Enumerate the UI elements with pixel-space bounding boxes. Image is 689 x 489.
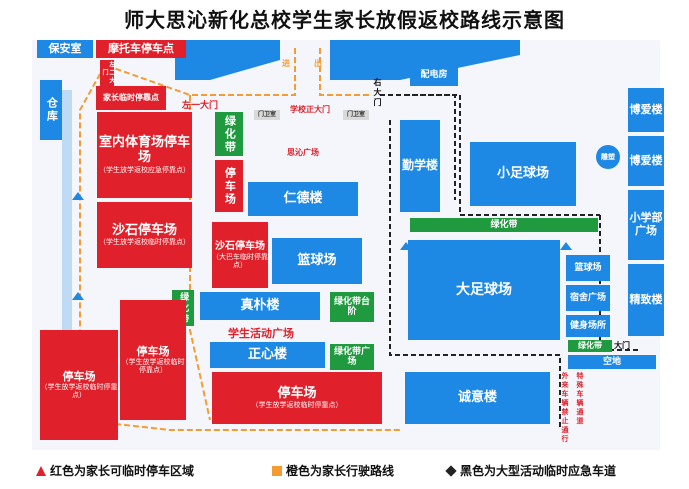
square-icon — [272, 466, 282, 476]
right-gate-label: 右大门 — [373, 78, 382, 108]
gate-left2: 左二大门 — [100, 60, 115, 86]
legend-black: 黑色为大型活动临时应急车道 — [445, 462, 616, 479]
legend-red: 红色为家长可临时停车区域 — [36, 462, 194, 479]
boai-building-1: 博爱楼 — [628, 88, 664, 132]
triangle-icon — [36, 466, 46, 476]
map-title: 师大思沁新化总校学生家长放假返校路线示意图 — [124, 8, 565, 32]
warehouse: 仓库 — [40, 80, 62, 140]
main-parking-sub: （学生放学返校临时停靠点） — [251, 401, 343, 410]
exit-label: 出 — [314, 59, 322, 68]
indoor-gym-title: 室内体育场停车场 — [98, 135, 190, 165]
left-parking-sub: （学生放学返校临时停靠点） — [40, 383, 118, 400]
mid-parking-title: 停车场 — [136, 344, 170, 358]
gym-place: 健身场所 — [566, 315, 610, 337]
main-gate-label: 学校正大门 — [290, 105, 330, 114]
sculpture: 雕塑 — [596, 145, 620, 169]
sand-parking-1: 沙石停车场 （学生放学返校临时停靠点） — [97, 202, 192, 268]
left-parking-title: 停车场 — [62, 369, 96, 383]
power-room: 配电房 — [410, 64, 458, 86]
sand-parking-2: 沙石停车场 （大巴车临时停靠点） — [212, 222, 268, 288]
small-football-field: 小足球场 — [470, 142, 576, 206]
greenbelt-2: 绿化带 — [410, 218, 598, 232]
moto-parking: 摩托车停车点 — [96, 40, 186, 58]
activity-square: 学生活动广场 — [228, 327, 294, 340]
top-right-wedge — [330, 40, 520, 80]
sand2-title: 沙石停车场 — [215, 241, 265, 253]
guard-room-2: 门卫室 — [343, 110, 369, 120]
basketball-court: 篮球场 — [272, 238, 362, 284]
outsider-ban: 外来车辆禁止通行 — [561, 372, 569, 444]
zhengxin-building: 正心楼 — [210, 342, 325, 368]
greenbelt-4: 绿化带台阶 — [330, 292, 374, 322]
top-left-wedge — [175, 40, 280, 80]
special-lane: 特殊车辆通道 — [576, 372, 584, 426]
jingzhi-building: 精致楼 — [628, 264, 664, 336]
chengyi-building: 诚意楼 — [405, 372, 550, 424]
parent-route — [79, 48, 400, 431]
legend-orange: 橙色为家长行驶路线 — [272, 462, 394, 479]
small-parking: 停车场 — [215, 160, 243, 212]
greenbelt-6: 绿化带 — [568, 340, 612, 352]
greenbelt-5: 绿化带广场 — [330, 344, 374, 370]
main-parking: 停车场 （学生放学返校临时停靠点） — [212, 372, 382, 424]
diamond-icon — [445, 465, 457, 477]
primary-square: 小学部广场 — [628, 190, 664, 260]
qinxue-building: 勤学楼 — [400, 120, 440, 212]
greenbelt-1: 绿化带 — [215, 112, 243, 156]
security-room: 保安室 — [37, 40, 93, 58]
indoor-gym-parking: 室内体育场停车场 （学生放学返校应急停靠点） — [97, 112, 192, 198]
left-parking: 停车场 （学生放学返校临时停靠点） — [40, 330, 118, 440]
indoor-gym-sub: （学生放学返校应急停靠点） — [99, 165, 190, 174]
right-big-gate: 大门 — [614, 341, 630, 350]
mid-parking: 停车场 （学生放学返校临时停靠点） — [120, 300, 186, 420]
gate-left1-label: 左一大门 — [182, 101, 219, 111]
guard-room-1: 门卫室 — [254, 110, 280, 120]
mid-parking-sub: （学生放学返校临时停靠点） — [121, 358, 185, 375]
enter-label: 进 — [282, 59, 290, 68]
zhenpu-building: 真朴楼 — [200, 292, 320, 320]
sand1-sub: （学生放学返校临时停靠点） — [99, 238, 190, 247]
boai-building-2: 博爱楼 — [628, 136, 664, 186]
parent-stop: 家长临时停靠点 — [96, 86, 166, 110]
road-arrows — [72, 192, 572, 300]
rende-building: 仁德楼 — [248, 182, 358, 216]
sand1-title: 沙石停车场 — [111, 222, 177, 238]
sand2-sub: （大巴车临时停靠点） — [212, 252, 268, 269]
basketball-court-2: 篮球场 — [566, 255, 610, 281]
open-space: 空地 — [568, 355, 656, 369]
dorm-square: 宿舍广场 — [566, 285, 610, 311]
main-parking-title: 停车场 — [277, 385, 317, 401]
big-football-field: 大足球场 — [408, 240, 560, 340]
siqin-square: 思沁广场 — [287, 148, 319, 157]
